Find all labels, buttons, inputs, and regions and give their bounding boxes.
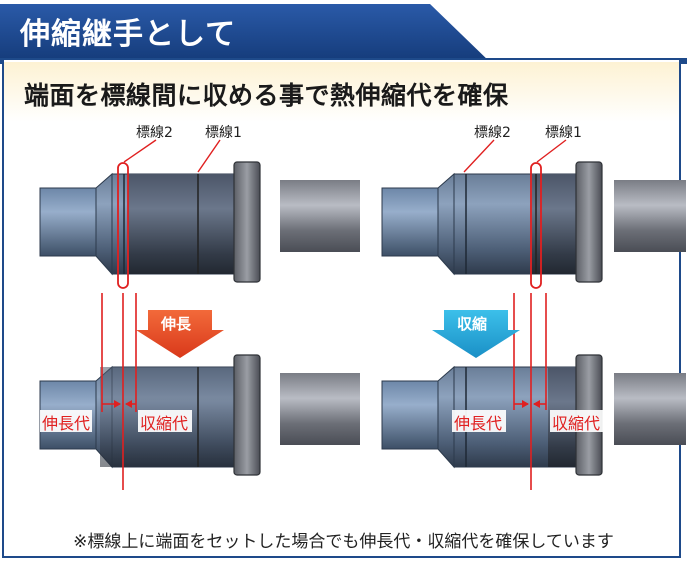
expand-arrow-label: 伸長: [161, 315, 192, 333]
left-contraction-label: 収縮代: [140, 414, 189, 433]
left-mark1-label: 標線1: [205, 125, 242, 141]
right-bottom-joint: [381, 354, 686, 476]
mark-leaders: [123, 139, 567, 173]
expand-arrow: [136, 310, 224, 358]
right-mark2-label: 標線2: [474, 125, 511, 141]
footnote: ※標線上に端面をセットした場合でも伸長代・収縮代を確保しています: [73, 532, 614, 552]
page-title: 伸縮継手として: [20, 17, 237, 52]
contract-arrow: [432, 310, 520, 358]
right-contraction-label: 収縮代: [552, 414, 601, 433]
heading-band: [4, 62, 679, 122]
right-top-joint: [381, 161, 686, 289]
contract-arrow-label: 収縮: [457, 315, 488, 333]
left-mark2-label: 標線2: [136, 125, 173, 141]
section-heading: 端面を標線間に収める事で熱伸縮代を確保: [24, 81, 509, 110]
content-frame: [2, 58, 681, 558]
left-top-joint: [39, 161, 360, 289]
guide-lines: [101, 293, 547, 490]
right-mark1-label: 標線1: [545, 125, 582, 141]
dimension-arrows: [102, 400, 546, 408]
left-expansion-label: 伸長代: [42, 414, 91, 433]
right-expansion-label: 伸長代: [454, 414, 503, 433]
